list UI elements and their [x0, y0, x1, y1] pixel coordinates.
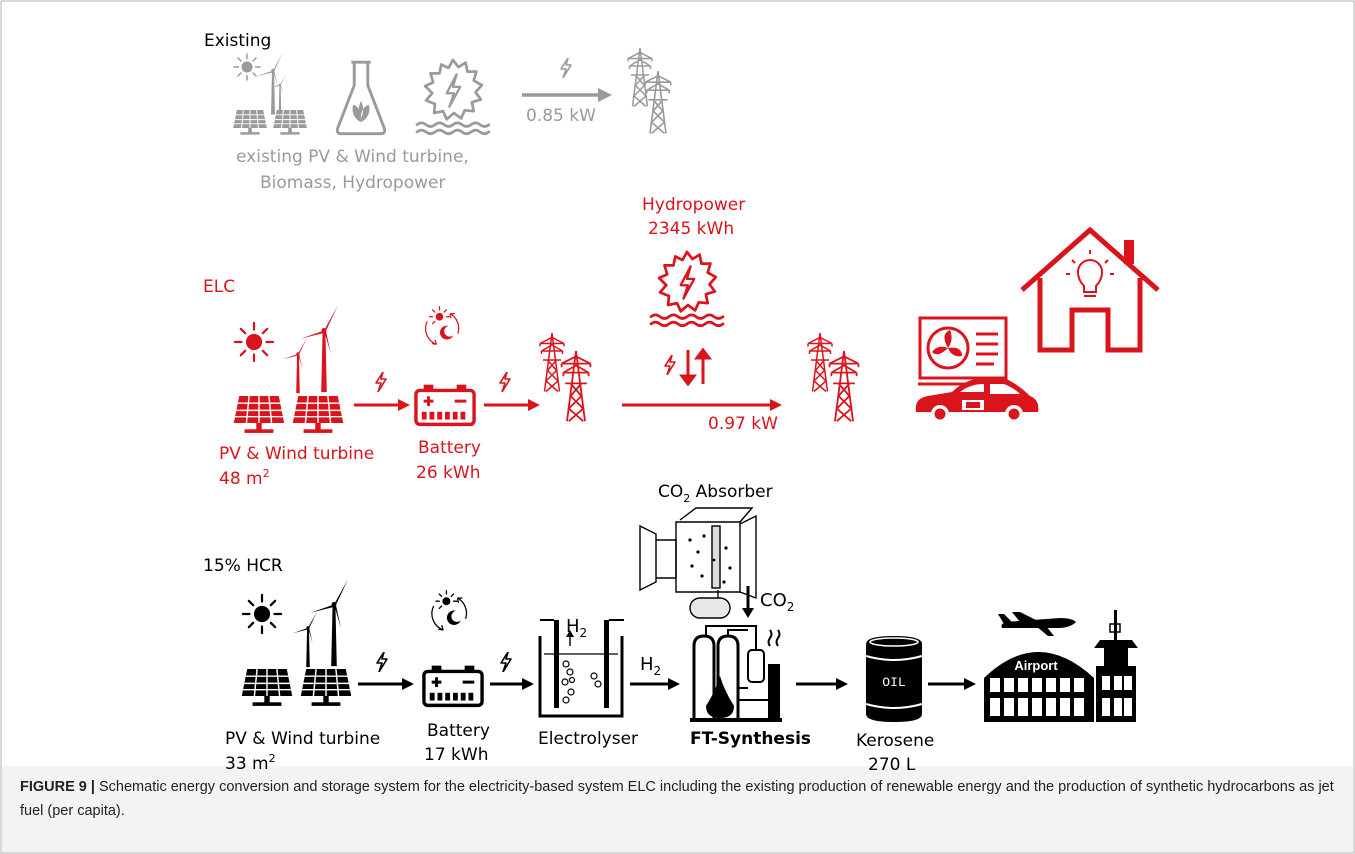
- arrow-head: [668, 678, 680, 690]
- day-night-cycle-icon: [424, 306, 460, 345]
- solar-panel-icon: [233, 395, 285, 434]
- sun-icon: [233, 321, 275, 363]
- airport-label: Airport: [1014, 658, 1058, 673]
- figure-caption: FIGURE 9 | Schematic energy conversion a…: [20, 775, 1340, 823]
- lightbulb-icon: [1066, 250, 1114, 297]
- day-night-cycle-icon: [431, 590, 468, 631]
- hcr-pv-area: 33 m2: [225, 752, 276, 774]
- existing-title: Existing: [204, 31, 271, 51]
- existing-section: Existing 0.85 kW existing PV & Wind turb…: [204, 31, 672, 193]
- arrow-head: [522, 678, 534, 690]
- co2-arrow-head: [742, 608, 754, 618]
- elc-pv-area: 48 m2: [219, 467, 270, 489]
- hcr-battery-capacity: 17 kWh: [424, 745, 488, 765]
- lightning-icon: [499, 372, 511, 392]
- hydropower-turbine-icon: [415, 58, 491, 136]
- caption-text: Schematic energy conversion and storage …: [20, 779, 1334, 819]
- wind-turbine-icon: [300, 305, 338, 393]
- battery-icon: [414, 383, 476, 427]
- hcr-section: 15% HCR PV & Wind turbine 33 m2 Battery …: [203, 482, 1138, 775]
- elc-title: ELC: [203, 277, 235, 297]
- hcr-kerosene-label: Kerosene: [856, 731, 934, 751]
- elc-battery-capacity: 26 kWh: [416, 463, 480, 483]
- wind-turbine-icon: [282, 337, 307, 394]
- hcr-electrolyser-h2: H2: [566, 616, 587, 640]
- sun-icon: [241, 593, 283, 635]
- figure-label: FIGURE 9 |: [20, 779, 95, 795]
- hcr-co2-absorber-label: CO2 Absorber: [658, 482, 773, 505]
- arrow-head: [402, 678, 414, 690]
- hcr-pv-label: PV & Wind turbine: [225, 729, 380, 749]
- lightning-icon: [500, 652, 512, 672]
- hcr-ft-label: FT-Synthesis: [690, 729, 811, 749]
- airplane-icon: [998, 612, 1076, 636]
- lightning-icon: [376, 652, 388, 672]
- lightning-icon: [560, 58, 572, 78]
- elc-section: ELC PV & Wind turbine 48 m2 Battery 26 k…: [203, 195, 1160, 489]
- biomass-flask-icon: [335, 60, 387, 136]
- heat-pump-icon: [918, 316, 1008, 386]
- power-pylon-icon: [644, 69, 672, 135]
- hcr-co2-flow: CO2: [760, 590, 794, 614]
- elc-pv-label: PV & Wind turbine: [219, 444, 374, 464]
- arrow-head: [964, 678, 976, 690]
- lightning-icon: [664, 355, 676, 375]
- power-pylon-icon: [539, 332, 565, 393]
- power-pylon-icon: [807, 332, 833, 393]
- wind-turbine-icon: [292, 611, 317, 668]
- arrow-head: [770, 399, 782, 411]
- hcr-kerosene-amount: 270 L: [868, 755, 916, 775]
- existing-sources-line2: Biomass, Hydropower: [260, 173, 445, 193]
- airport-icon: Airport: [984, 610, 1138, 722]
- power-pylon-icon: [627, 48, 653, 108]
- existing-sources-line1: existing PV & Wind turbine,: [236, 147, 469, 167]
- elc-grid-power: 0.97 kW: [708, 414, 778, 434]
- solar-panel-icon: [272, 109, 308, 136]
- ft-synthesis-plant-icon: [690, 625, 782, 722]
- elc-hydro-label: Hydropower: [642, 195, 745, 215]
- elc-battery-label: Battery: [418, 438, 481, 458]
- hydropower-turbine-icon: [649, 250, 725, 328]
- arrow-head: [398, 399, 410, 411]
- hcr-electrolyser-label: Electrolyser: [538, 729, 638, 749]
- hcr-h2-flow: H2: [640, 654, 661, 678]
- arrow-head: [528, 399, 540, 411]
- hcr-battery-label: Battery: [427, 721, 490, 741]
- oil-barrel-icon: OIL: [865, 636, 923, 722]
- solar-panel-icon: [241, 668, 293, 707]
- co2-absorber-icon: [639, 507, 757, 619]
- electric-car-icon: [915, 378, 1039, 423]
- lightning-icon: [375, 372, 387, 392]
- existing-power: 0.85 kW: [526, 106, 596, 126]
- battery-icon: [422, 664, 484, 708]
- solar-panel-icon: [292, 395, 344, 434]
- hcr-title: 15% HCR: [203, 556, 283, 576]
- house-icon: [1020, 226, 1160, 353]
- oil-barrel-label: OIL: [882, 675, 905, 690]
- power-pylon-icon: [560, 349, 592, 423]
- arrow-head: [836, 678, 848, 690]
- bidirectional-arrows: [679, 347, 712, 387]
- elc-hydro-energy: 2345 kWh: [648, 219, 734, 239]
- sun-icon: [233, 53, 261, 81]
- arrow-head: [598, 88, 612, 102]
- solar-panel-icon: [232, 109, 268, 136]
- caption-background: [2, 766, 1353, 852]
- electrolyser-icon: [538, 619, 624, 718]
- power-pylon-icon: [828, 349, 860, 423]
- solar-panel-icon: [300, 668, 352, 707]
- wind-turbine-icon: [310, 579, 348, 667]
